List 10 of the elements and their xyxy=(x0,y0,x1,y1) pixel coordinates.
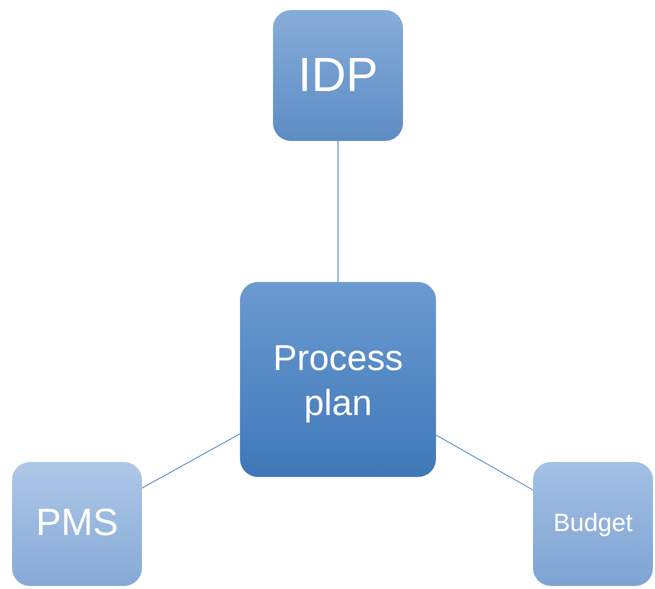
rounded-box xyxy=(273,10,403,141)
connector-line xyxy=(436,434,534,490)
rounded-box xyxy=(240,282,436,477)
connector-line xyxy=(142,433,240,489)
node-label: PMS xyxy=(36,501,118,546)
node-label: Budget xyxy=(553,508,633,540)
node-label: IDP xyxy=(298,48,378,104)
rounded-box xyxy=(533,462,653,586)
rounded-box xyxy=(12,462,142,586)
node-label: Process plan xyxy=(272,336,404,424)
